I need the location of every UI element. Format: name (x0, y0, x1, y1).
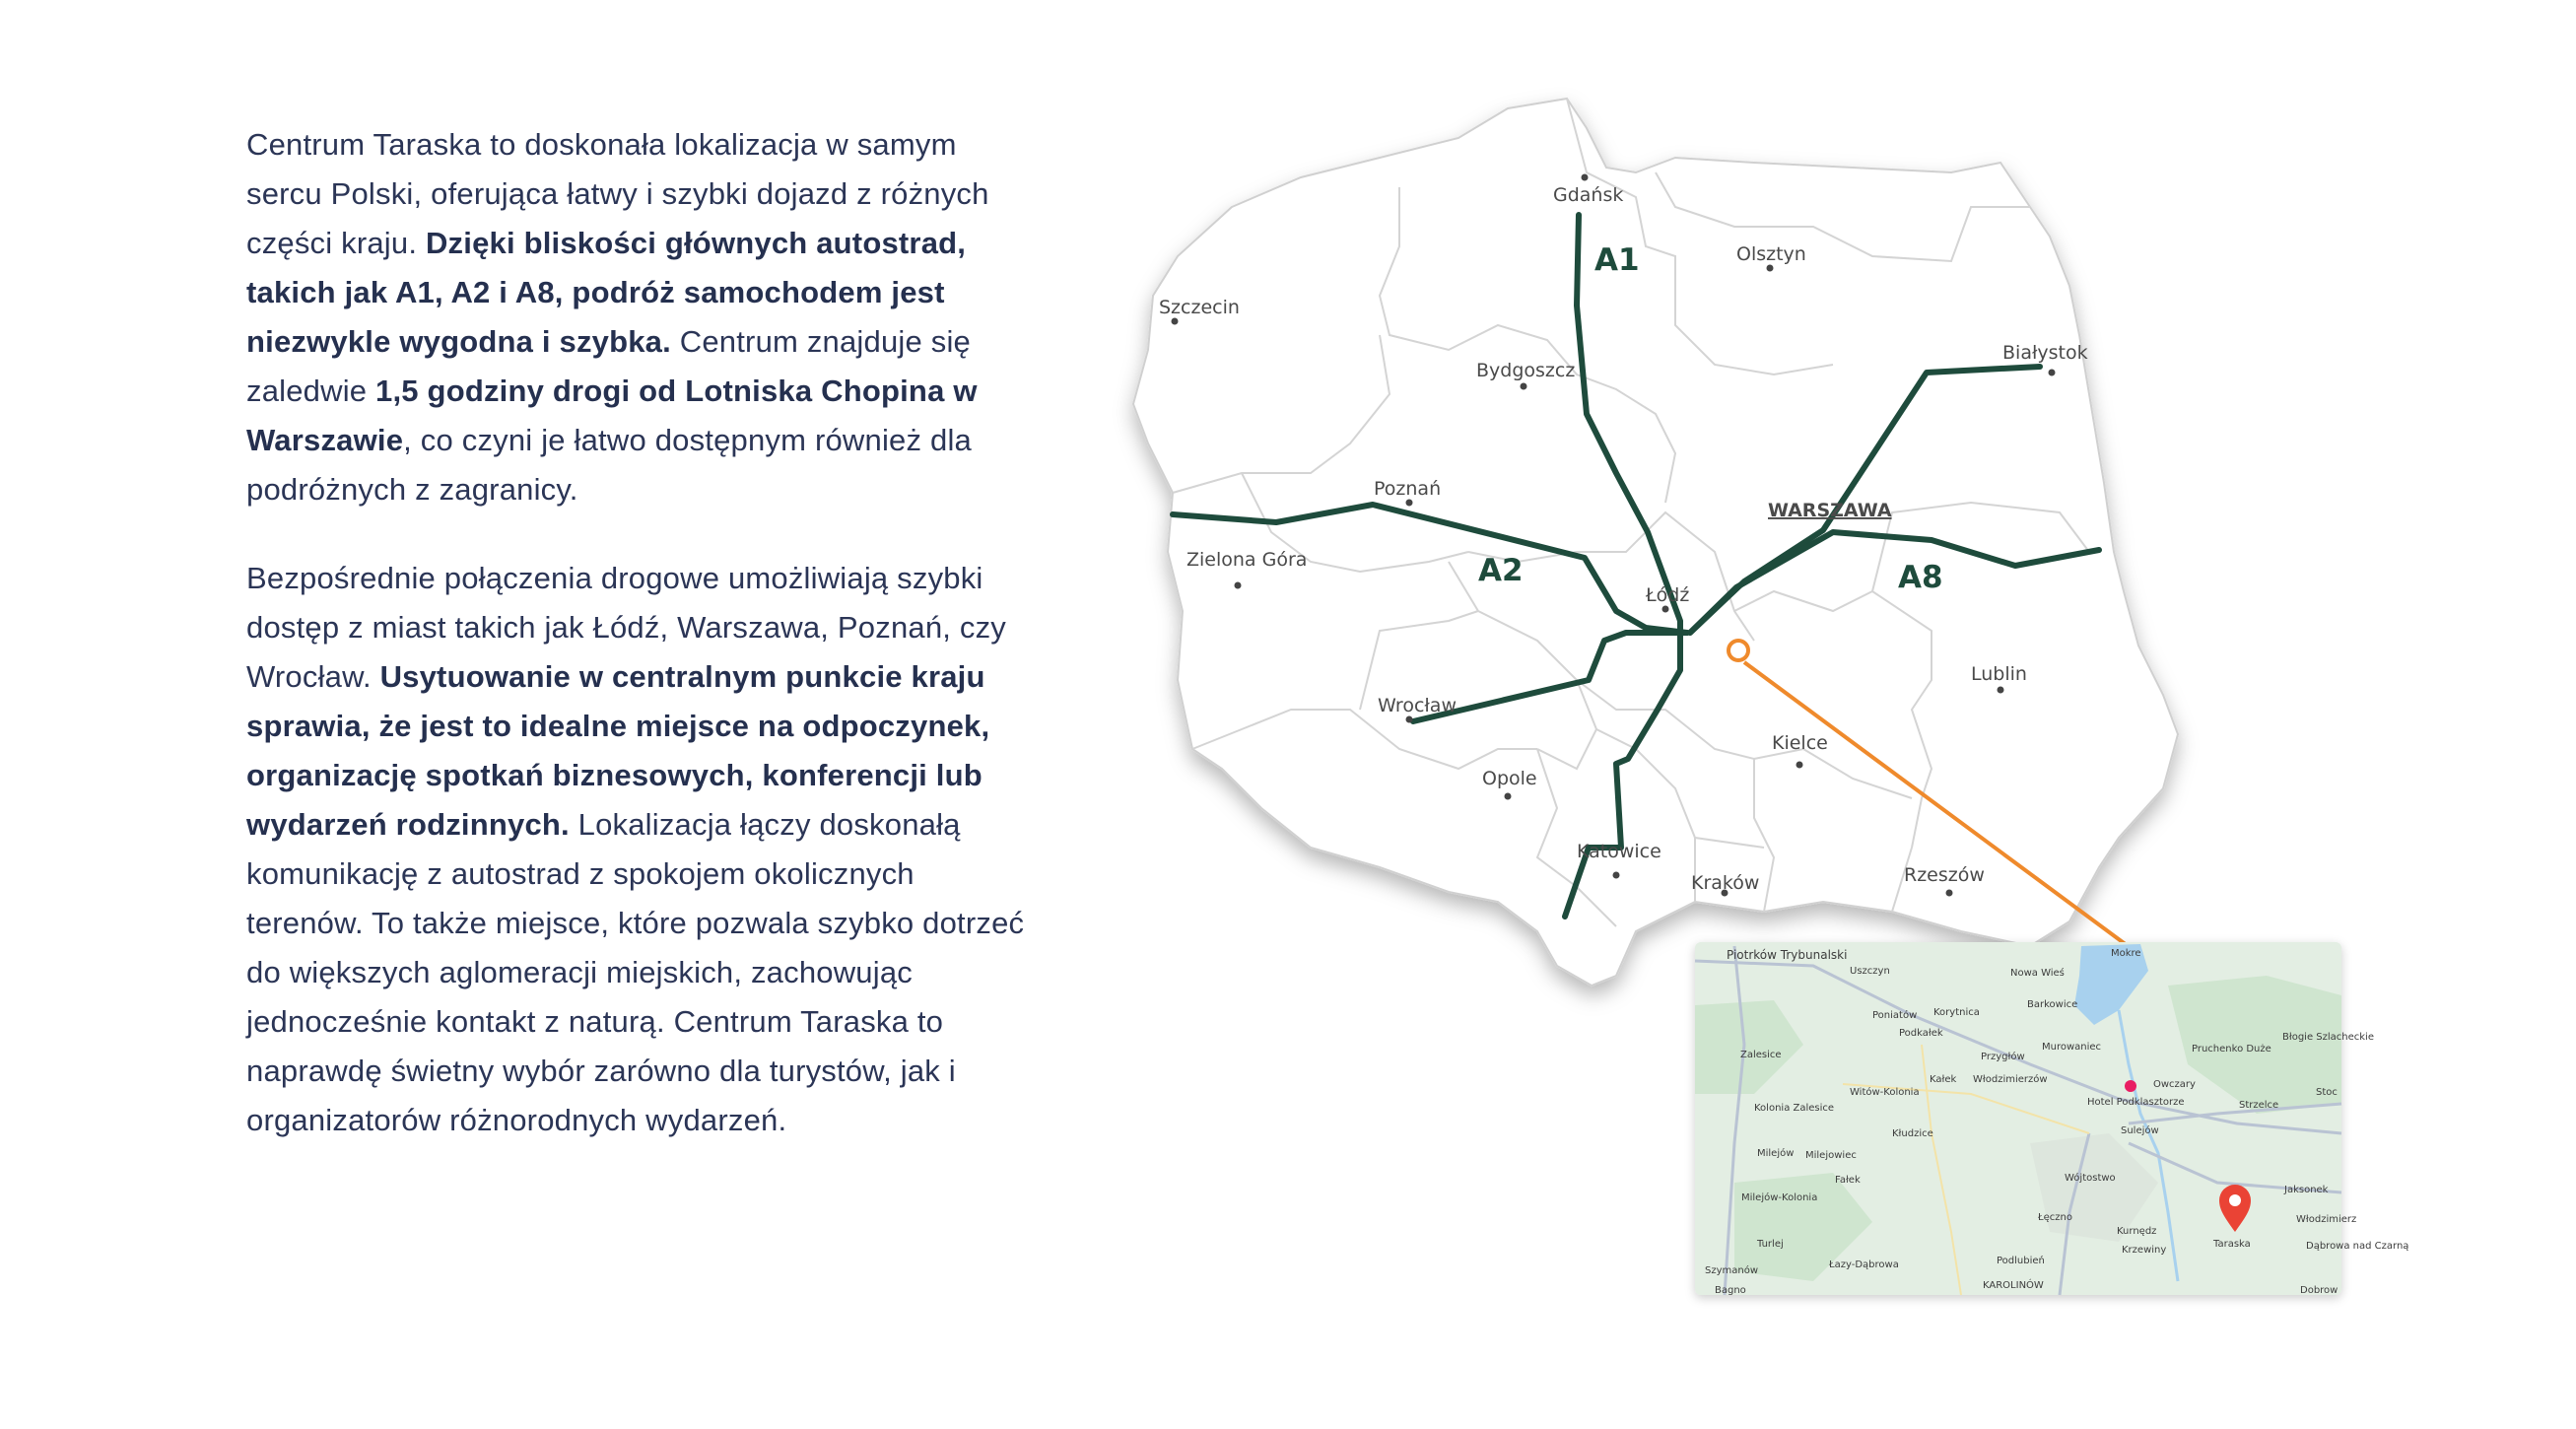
svg-text:Milejów-Kolonia: Milejów-Kolonia (1741, 1191, 1817, 1203)
svg-text:Kałek: Kałek (1930, 1074, 1957, 1085)
city-gdansk: Gdańsk (1553, 184, 1623, 206)
svg-text:Sulejów: Sulejów (2121, 1124, 2159, 1136)
svg-text:Włodzimierz: Włodzimierz (2296, 1214, 2356, 1225)
svg-text:Taraska: Taraska (2212, 1239, 2251, 1250)
svg-text:Zalesice: Zalesice (1740, 1050, 1782, 1060)
svg-text:Murowaniec: Murowaniec (2042, 1042, 2101, 1053)
svg-text:Pruchenko Duże: Pruchenko Duże (2192, 1044, 2271, 1055)
poland-outline (1131, 97, 2180, 987)
svg-text:Turlej: Turlej (1756, 1239, 1784, 1250)
svg-text:Barkowice: Barkowice (2027, 999, 2077, 1010)
location-marker-ring (1727, 639, 1750, 662)
svg-text:Kłudzice: Kłudzice (1892, 1128, 1933, 1139)
svg-text:Poniatów: Poniatów (1872, 1009, 1917, 1021)
city-opole: Opole (1482, 768, 1537, 789)
svg-text:Uszczyn: Uszczyn (1850, 966, 1890, 977)
svg-text:Podlubień: Podlubień (1997, 1255, 2045, 1266)
svg-text:Owczary: Owczary (2153, 1079, 2196, 1090)
label-a8: A8 (1898, 560, 1943, 595)
city-bialystok: Białystok (2002, 342, 2088, 364)
svg-text:Włodzimierzów: Włodzimierzów (1973, 1073, 2048, 1085)
city-lodz: Łódź (1645, 584, 1689, 606)
highway-a8-east (1687, 529, 2102, 636)
hotel-icon (2125, 1080, 2136, 1092)
description-paragraph-2: Bezpośrednie połączenia drogowe umożliwi… (246, 561, 1025, 1137)
svg-text:Kurnędz: Kurnędz (2117, 1226, 2156, 1237)
svg-text:Piotrków Trybunalski: Piotrków Trybunalski (1727, 948, 1847, 962)
city-olsztyn: Olsztyn (1736, 243, 1806, 265)
svg-text:Dąbrowa nad Czarną: Dąbrowa nad Czarną (2306, 1241, 2408, 1252)
svg-text:Korytnica: Korytnica (1933, 1007, 1980, 1018)
svg-text:KAROLINÓW: KAROLINÓW (1983, 1278, 2044, 1291)
svg-text:Przygłów: Przygłów (1981, 1051, 2025, 1062)
city-szczecin: Szczecin (1159, 297, 1240, 318)
city-kielce: Kielce (1772, 732, 1828, 754)
svg-text:Dobrow: Dobrow (2300, 1285, 2338, 1296)
city-zielona-gora: Zielona Góra (1186, 549, 1307, 571)
svg-text:Łazy-Dąbrowa: Łazy-Dąbrowa (1828, 1259, 1899, 1270)
svg-text:Błogie Szlacheckie: Błogie Szlacheckie (2282, 1032, 2374, 1043)
city-warszawa: WARSZAWA (1768, 500, 1892, 521)
city-lublin: Lublin (1971, 663, 2027, 685)
svg-text:Bagno: Bagno (1715, 1285, 1746, 1296)
svg-text:Szymanów: Szymanów (1705, 1264, 1758, 1276)
location-pin-icon (2219, 1185, 2251, 1232)
highway-a1 (1562, 212, 1683, 919)
city-poznan: Poznań (1374, 478, 1441, 500)
description-paragraph-1: Centrum Taraska to doskonała lokalizacja… (246, 127, 989, 507)
city-katowice: Katowice (1577, 841, 1661, 862)
svg-text:Nowa Wieś: Nowa Wieś (2010, 967, 2065, 979)
svg-text:Stoc: Stoc (2316, 1087, 2338, 1098)
city-bydgoszcz: Bydgoszcz (1476, 360, 1575, 381)
city-wroclaw: Wrocław (1378, 695, 1457, 716)
city-rzeszow: Rzeszów (1904, 864, 1985, 886)
svg-text:Milejowiec: Milejowiec (1805, 1150, 1857, 1161)
svg-text:Milejów: Milejów (1757, 1147, 1794, 1159)
svg-text:Fałek: Fałek (1835, 1175, 1861, 1186)
highway-a2 (1170, 502, 1690, 636)
svg-text:Witów-Kolonia: Witów-Kolonia (1850, 1086, 1920, 1098)
label-a1: A1 (1594, 242, 1640, 278)
highway-network (1170, 212, 2102, 919)
inset-place-labels: Piotrków Trybunalski Uszczyn Nowa Wieś M… (1705, 948, 2408, 1296)
highway-a8 (1410, 630, 1690, 724)
city-labels: Gdańsk Olsztyn Szczecin Bydgoszcz Białys… (1159, 173, 2088, 897)
city-krakow: Kraków (1691, 872, 1759, 894)
svg-text:Wójtostwo: Wójtostwo (2065, 1172, 2116, 1184)
svg-text:Mokre: Mokre (2111, 948, 2141, 959)
svg-text:Kolonia Zalesice: Kolonia Zalesice (1754, 1103, 1834, 1114)
svg-text:Strzelce: Strzelce (2239, 1100, 2278, 1111)
location-connector-line (1742, 660, 2133, 950)
svg-text:Jaksonek: Jaksonek (2283, 1185, 2329, 1195)
svg-text:Krzewiny: Krzewiny (2122, 1245, 2166, 1256)
svg-text:Hotel Podklasztorze: Hotel Podklasztorze (2087, 1097, 2185, 1108)
label-a2: A2 (1478, 553, 1524, 588)
inset-map-content: Piotrków Trybunalski Uszczyn Nowa Wieś M… (1694, 942, 2408, 1296)
svg-text:Podkałek: Podkałek (1899, 1028, 1943, 1039)
poland-highway-map: A1 A2 A8 Gdańsk Olsztyn Szczecin Bydgosz… (1131, 97, 2408, 1296)
description-column: Centrum Taraska to doskonała lokalizacja… (246, 120, 1025, 1185)
svg-text:Łęczno: Łęczno (2037, 1212, 2072, 1223)
reservoir-water (2074, 944, 2148, 1025)
